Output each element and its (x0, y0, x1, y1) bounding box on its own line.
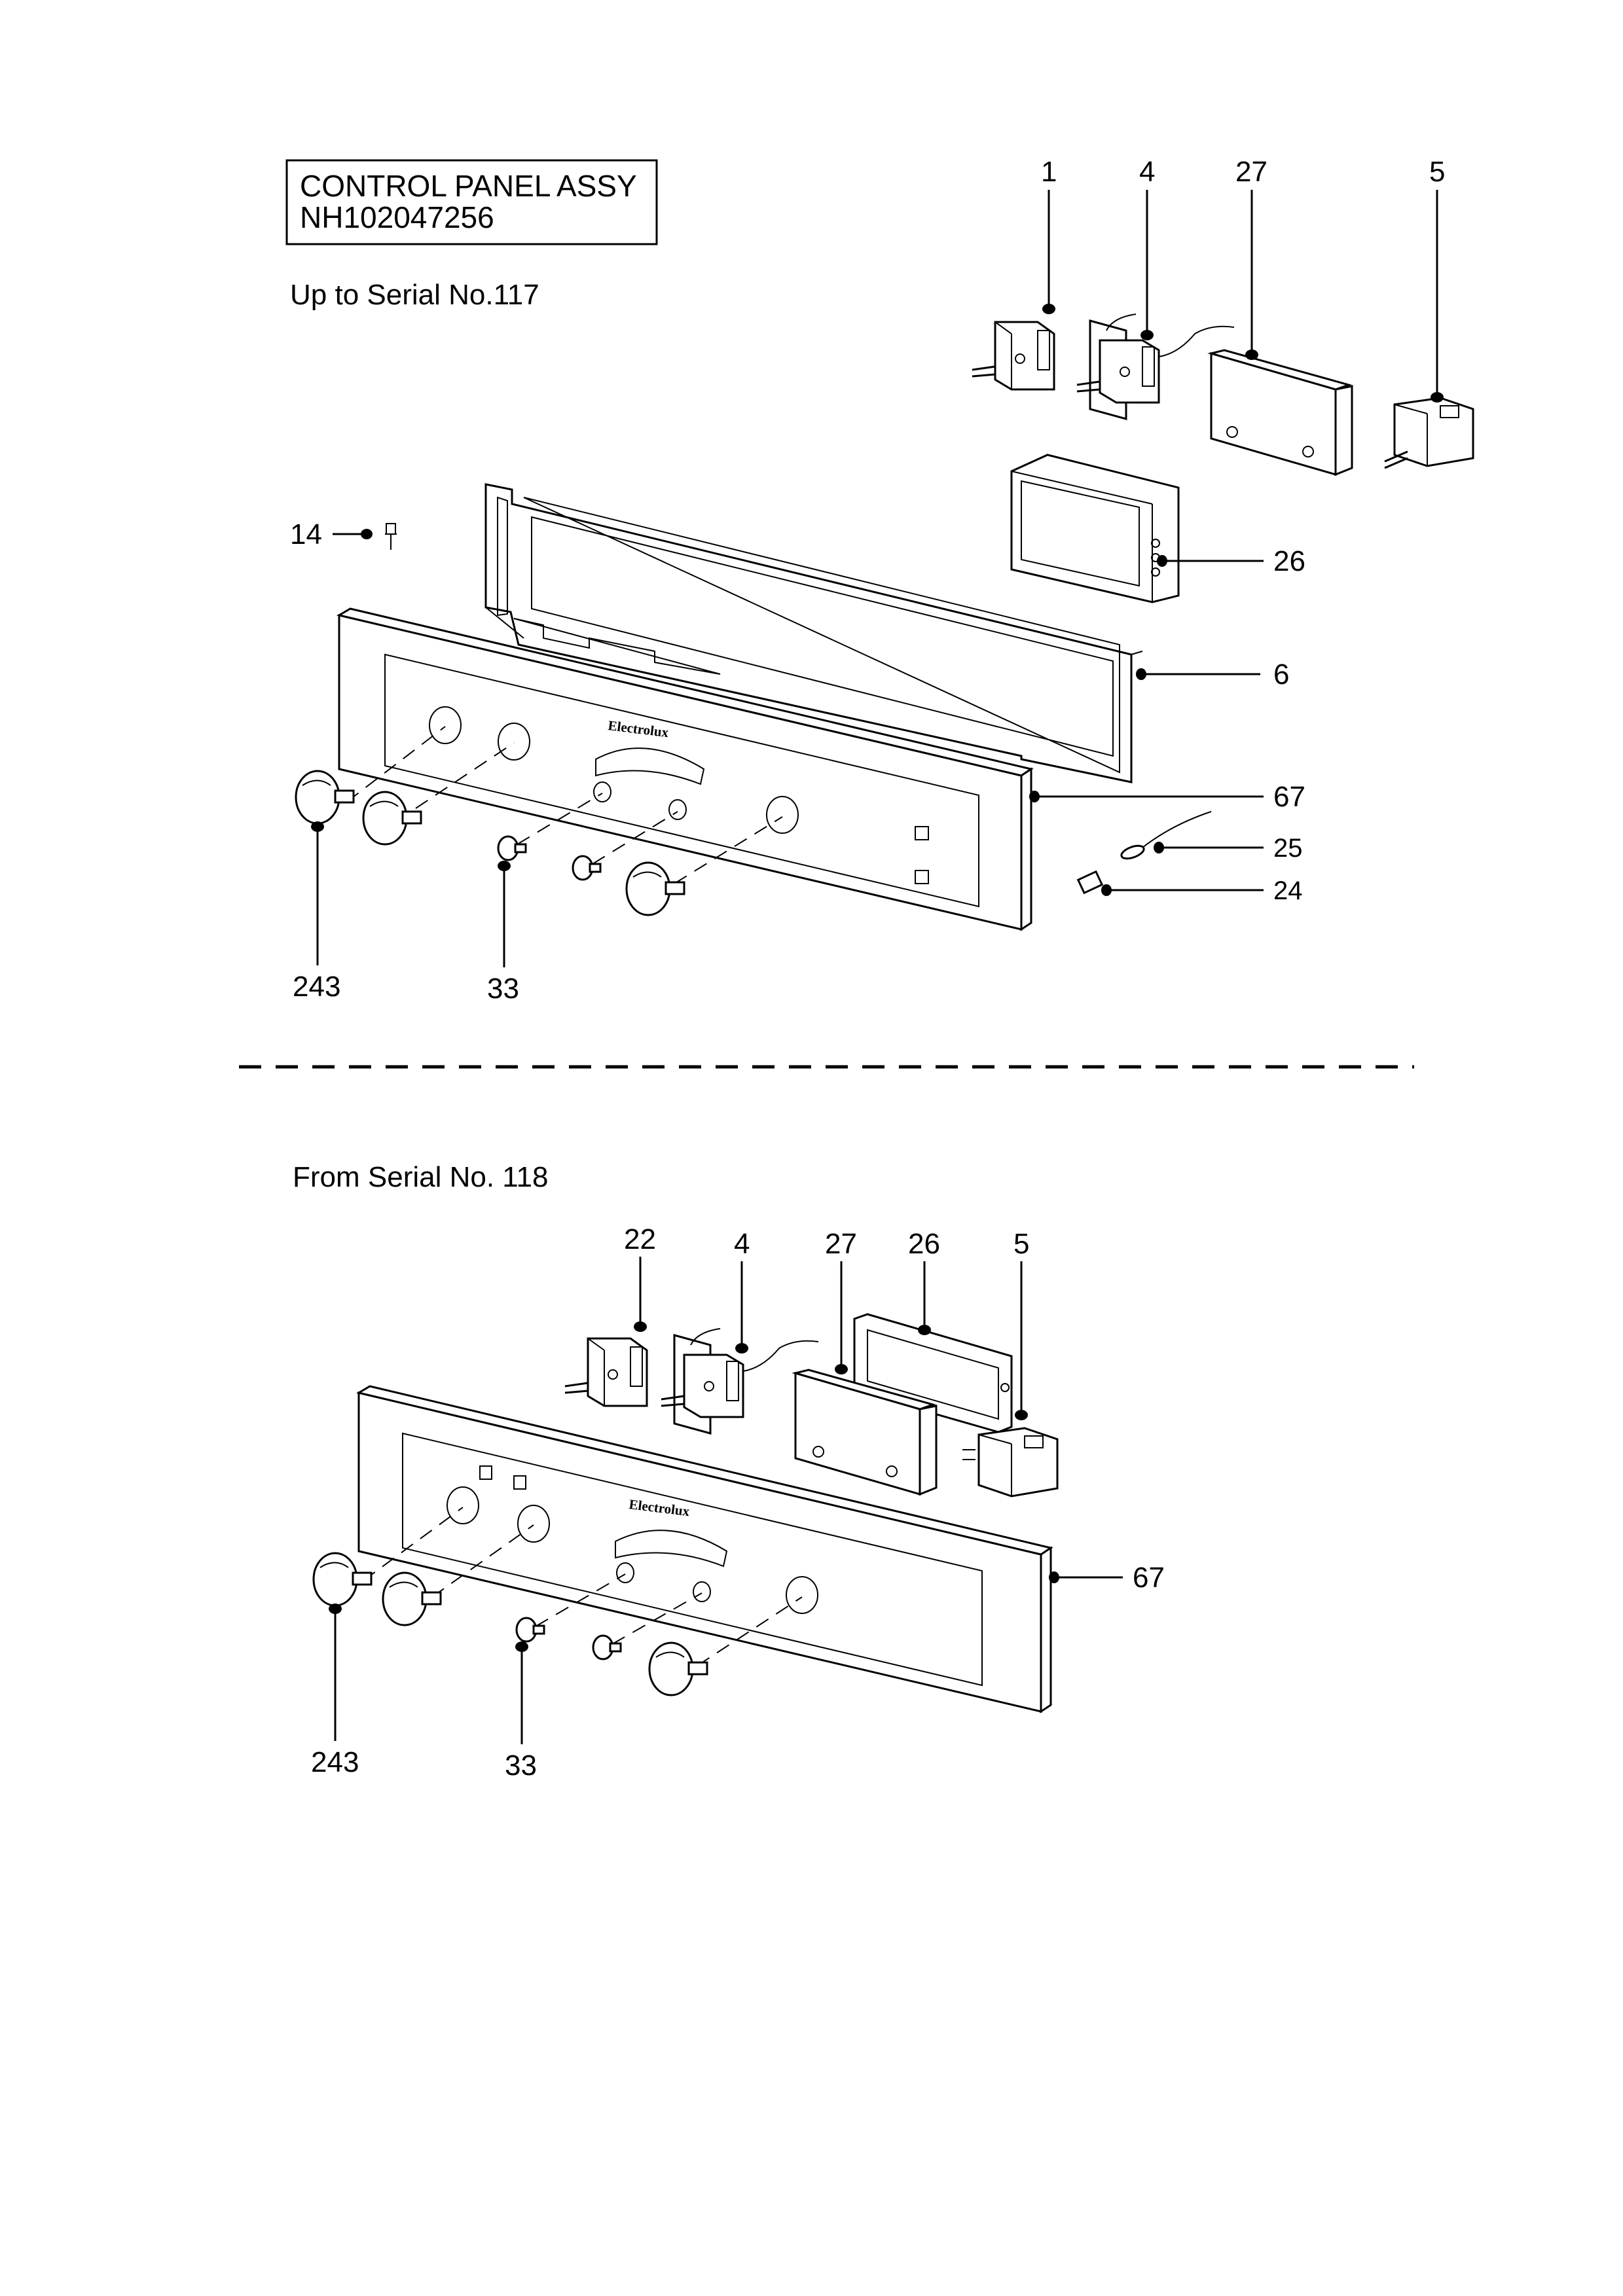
bracket-26 (1010, 454, 1180, 603)
svg-text:67: 67 (1273, 781, 1305, 813)
svg-text:4: 4 (1139, 156, 1155, 188)
switch-module-5 (1384, 397, 1474, 469)
svg-text:14: 14 (290, 518, 322, 550)
svg-text:1: 1 (1041, 156, 1057, 188)
svg-text:25: 25 (1273, 834, 1303, 863)
title-line-1: CONTROL PANEL ASSY (300, 169, 637, 203)
svg-text:33: 33 (505, 1749, 537, 1782)
push-button-33-left-bottom (515, 1573, 626, 1643)
knob-243-center-bottom (648, 1596, 803, 1696)
svg-text:22: 22 (624, 1223, 656, 1255)
svg-text:27: 27 (825, 1228, 857, 1260)
svg-text:5: 5 (1429, 156, 1445, 188)
switch-22 (564, 1337, 648, 1407)
switch-module-5-bottom (962, 1427, 1059, 1498)
top-callouts: 1 4 27 5 14 26 6 67 25 24 243 33 (290, 156, 1445, 1005)
switch-4 (1076, 314, 1235, 420)
title-box: CONTROL PANEL ASSY NH102047256 (285, 159, 658, 245)
bottom-callouts: 22 4 27 26 5 67 243 33 (311, 1223, 1165, 1782)
svg-text:5: 5 (1013, 1228, 1029, 1260)
lampholder-24 (1076, 870, 1104, 895)
svg-text:27: 27 (1235, 156, 1267, 188)
svg-text:4: 4 (734, 1228, 750, 1260)
knob-243-center (625, 816, 783, 916)
screw-14 (385, 523, 397, 550)
bottom-section-heading: From Serial No. 118 (293, 1161, 548, 1193)
knob-243-right (362, 742, 515, 846)
timer-module-27-bottom (792, 1369, 938, 1496)
push-button-33-right-bottom (592, 1592, 702, 1660)
timer-module-27 (1207, 349, 1353, 476)
svg-text:24: 24 (1273, 876, 1303, 905)
top-section-heading: Up to Serial No.117 (290, 279, 539, 311)
knob-243-right-bottom (382, 1524, 534, 1626)
panel-frame-6 (484, 483, 1143, 783)
svg-text:243: 243 (293, 971, 340, 1003)
switch-4-bottom (661, 1328, 819, 1435)
front-panel-67: Electrolux (337, 607, 1034, 931)
push-button-33-right (572, 811, 678, 881)
lamp-25 (1120, 811, 1212, 860)
push-button-33-left (497, 793, 603, 861)
svg-text:33: 33 (487, 973, 519, 1005)
switch-1 (972, 321, 1055, 391)
svg-text:26: 26 (1273, 545, 1305, 577)
front-panel-67-bottom: Electrolux (356, 1385, 1053, 1713)
svg-text:67: 67 (1133, 1562, 1165, 1594)
title-line-2: NH102047256 (300, 200, 494, 234)
svg-text:26: 26 (908, 1228, 940, 1260)
svg-text:6: 6 (1273, 658, 1289, 691)
svg-text:243: 243 (311, 1746, 359, 1778)
